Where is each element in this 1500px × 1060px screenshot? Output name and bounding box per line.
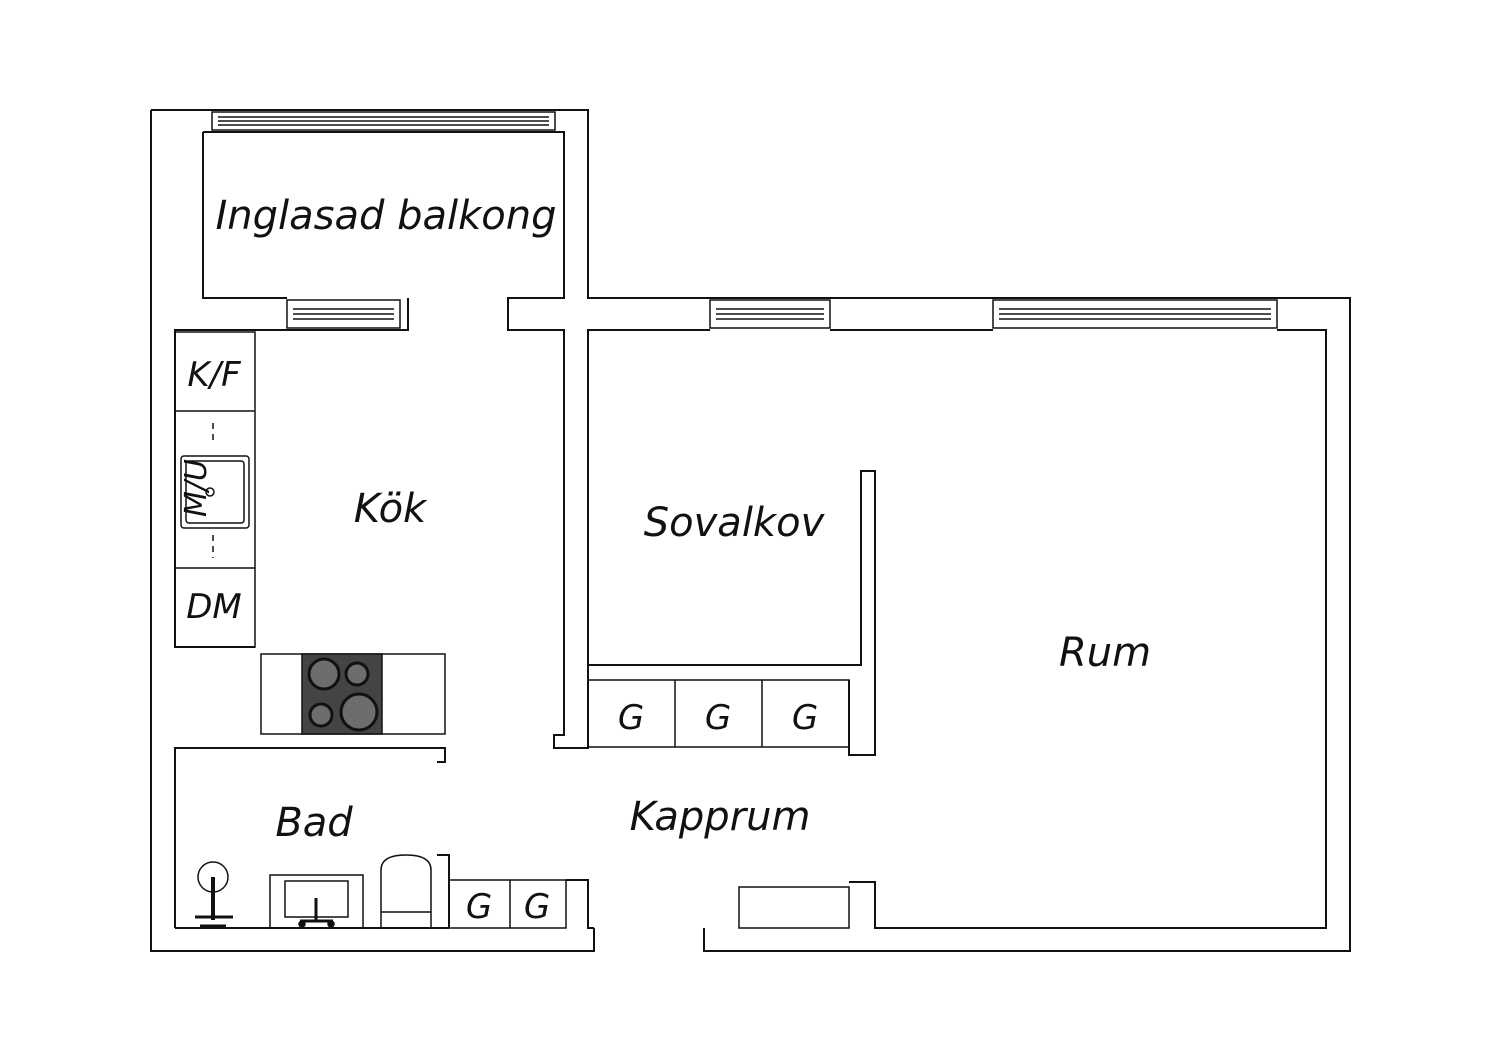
kitchen-label: Kök bbox=[354, 486, 428, 532]
inner-wall bbox=[287, 298, 409, 331]
hall-label: Kapprum bbox=[630, 794, 811, 840]
window-alcove bbox=[709, 299, 831, 329]
fridge-freezer-label: K/F bbox=[187, 355, 241, 395]
wardrobe-label: G bbox=[466, 887, 492, 927]
inner-wall bbox=[202, 132, 287, 299]
wardrobe-label: G bbox=[524, 887, 550, 927]
wardrobe-label: G bbox=[705, 698, 731, 738]
kitchen-counter bbox=[174, 331, 256, 648]
wardrobe-label: G bbox=[618, 698, 644, 738]
microwave-label: M/U bbox=[179, 459, 214, 517]
wardrobe-label: G bbox=[792, 698, 818, 738]
bath-label: Bad bbox=[275, 800, 353, 846]
toilet-icon bbox=[380, 854, 432, 929]
window-kitchen bbox=[286, 299, 401, 329]
washbasin-icon bbox=[269, 874, 364, 929]
balcony-label: Inglasad balkong bbox=[215, 193, 556, 239]
window-living bbox=[992, 299, 1278, 329]
wardrobe-alcove bbox=[587, 679, 850, 748]
stove-icon bbox=[301, 653, 383, 735]
bath-wall bbox=[174, 747, 446, 928]
outer-wall bbox=[151, 109, 1351, 952]
bath-wall bbox=[437, 854, 450, 928]
alcove-wall bbox=[588, 470, 876, 756]
cabinet bbox=[738, 886, 850, 929]
sink-icon bbox=[180, 423, 250, 558]
wardrobe-hall bbox=[448, 879, 567, 929]
dishwasher-label: DM bbox=[186, 587, 242, 627]
alcove-label: Sovalkov bbox=[644, 500, 826, 546]
living-label: Rum bbox=[1059, 630, 1151, 676]
shower-icon bbox=[195, 861, 233, 928]
outer-wall bbox=[150, 110, 595, 952]
hall-wall bbox=[566, 879, 594, 929]
inner-wall bbox=[203, 131, 710, 749]
inner-wall bbox=[849, 329, 1327, 929]
window-balcony bbox=[211, 111, 556, 131]
